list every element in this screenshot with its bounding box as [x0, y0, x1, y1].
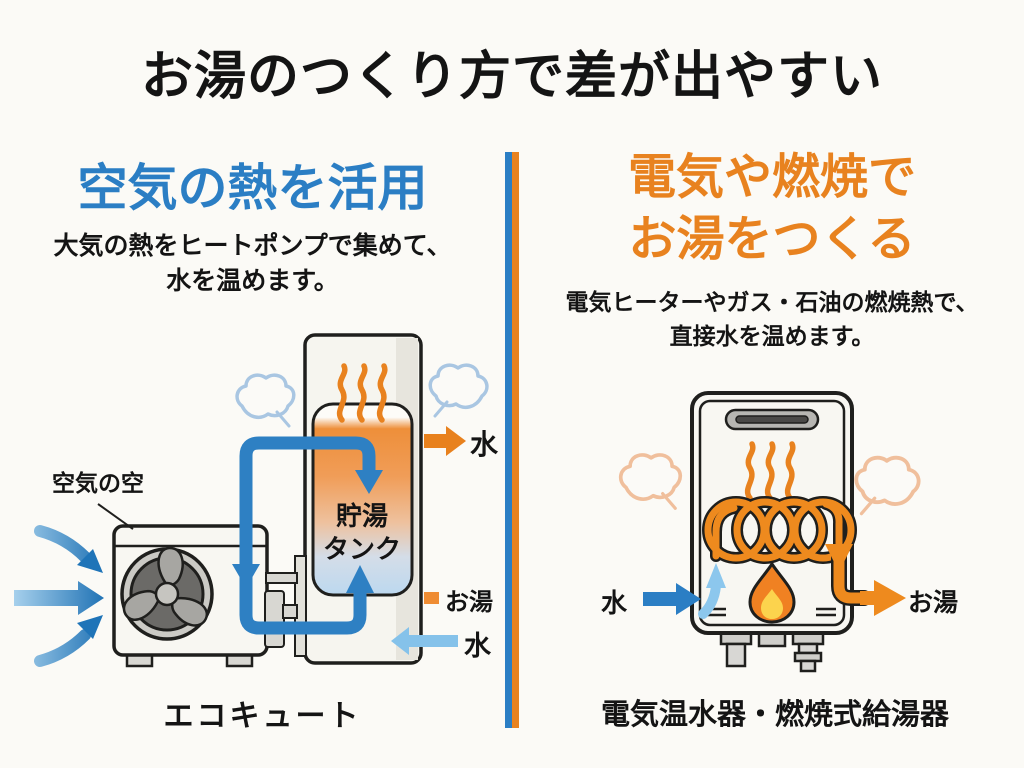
coil-exit-arrowhead: [825, 544, 853, 572]
water-heater-diagram: [618, 391, 921, 673]
right-heading-line1: 電気や燃焼で: [627, 149, 916, 205]
heat-pump-outdoor-unit: [112, 524, 269, 668]
pipe-arrow-down-into-tank: [355, 470, 383, 494]
air-flow-arrows: [14, 525, 104, 667]
water-out-arrow: [424, 426, 466, 456]
fan-icon: [120, 546, 214, 641]
flame-icon: [748, 561, 796, 624]
tank-label-line2: タンク: [322, 535, 401, 565]
left-panel-heading: 空気の熱を活用: [77, 159, 428, 217]
ecocute-diagram: [14, 333, 489, 668]
bottom-pipes: [719, 631, 825, 673]
hot-water-port: [424, 592, 439, 604]
main-title: お湯のつくり方で差が出やすい: [140, 47, 883, 107]
right-panel-description: 電気ヒーターやガス・石油の燃焼熱で、 直接水を温めます。: [520, 286, 1024, 354]
water-in-arrow: [643, 583, 701, 615]
pipe-arrow-up-into-tank: [346, 565, 374, 593]
internal-water-arrow: [698, 563, 726, 619]
air-heat-label: 空気の空: [52, 471, 144, 497]
pipe-arrow-down-to-pump: [232, 564, 260, 588]
right-description-line2: 直接水を温めます。: [669, 324, 875, 350]
right-description-line1: 電気ヒーターやガス・石油の燃焼熱で、: [565, 290, 979, 316]
divider-bar: [505, 152, 519, 728]
right-hot-water-label: お湯: [908, 588, 959, 617]
left-caption: エコキュート: [163, 699, 362, 734]
air-label-pointer: [97, 503, 134, 530]
water-out-label: 水: [470, 428, 499, 461]
water-in-arrow: [391, 627, 458, 655]
tank-label-line1: 貯湯: [335, 502, 388, 532]
hot-water-out-arrow: [825, 544, 906, 616]
water-pipe-loop: [232, 436, 383, 635]
vent-slot: [724, 408, 820, 431]
left-description-line1: 大気の熱をヒートポンプで集めて、: [53, 231, 452, 260]
right-heading-line2: お湯をつくる: [628, 211, 916, 267]
right-panel-heading: 電気や燃焼で お湯をつくる: [520, 146, 1024, 270]
heating-coil-icon: [702, 496, 857, 564]
left-panel-description: 大気の熱をヒートポンプで集めて、 水を温めます。: [0, 228, 505, 298]
water-in-label: 水: [464, 631, 491, 662]
connector-pipes: [264, 555, 307, 657]
hot-water-label: お湯: [445, 588, 493, 616]
right-caption: 電気温水器・燃焼式給湯器: [600, 697, 949, 731]
storage-tank: [303, 333, 423, 665]
left-description-line2: 水を温めます。: [166, 266, 339, 295]
right-water-in-label: 水: [601, 589, 628, 619]
storage-tank-label: 貯湯 タンク: [312, 501, 412, 567]
